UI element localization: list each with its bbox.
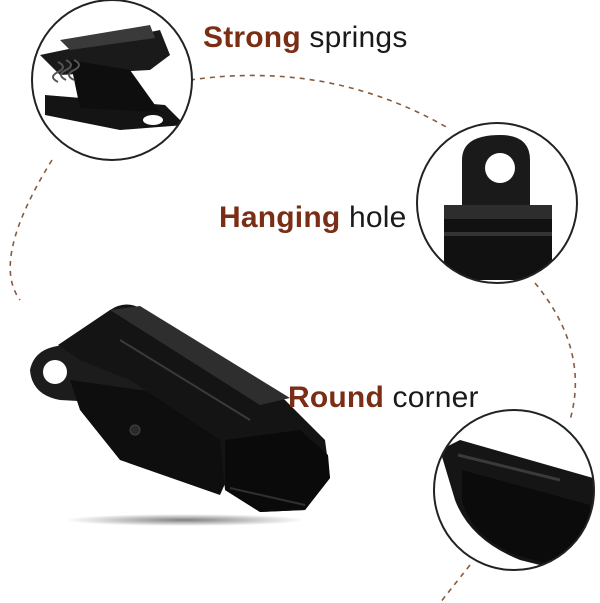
springs-closeup <box>31 0 193 161</box>
dashed-connector <box>9 74 577 603</box>
feature-highlight: Strong <box>203 21 301 54</box>
clip-product <box>30 304 330 526</box>
hanging-hole-closeup <box>416 122 578 284</box>
feature-rest: hole <box>348 201 407 234</box>
feature-label-springs: Strong springs <box>203 20 408 56</box>
feature-rest: corner <box>392 381 479 414</box>
round-corner-closeup <box>433 409 595 571</box>
feature-label-hole: Hanging hole <box>219 200 406 236</box>
feature-label-corner: Round corner <box>288 380 479 416</box>
feature-highlight: Round <box>288 381 384 414</box>
feature-rest: springs <box>309 21 408 54</box>
feature-highlight: Hanging <box>219 201 341 234</box>
